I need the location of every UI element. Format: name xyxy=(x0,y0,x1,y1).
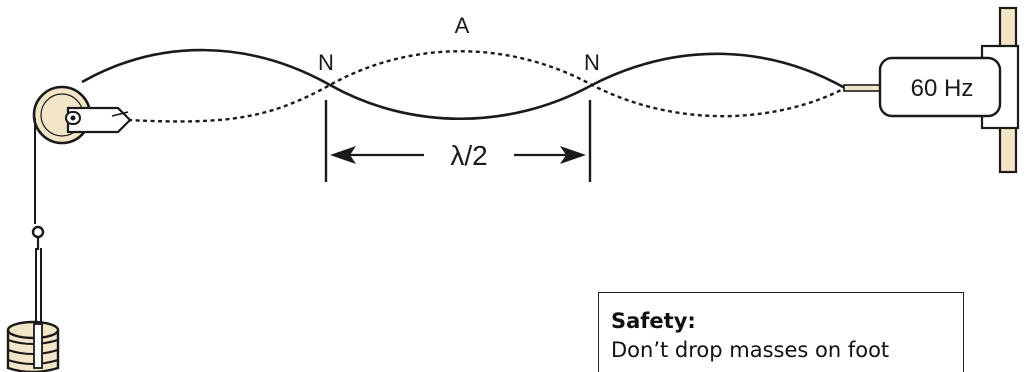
safety-note: Safety: Don’t drop masses on foot xyxy=(598,292,964,372)
half-wavelength-arrow-left xyxy=(330,146,424,164)
frequency-label: 60 Hz xyxy=(911,75,974,102)
node-right-label: N xyxy=(584,50,600,75)
string-dashed-phase xyxy=(127,50,846,123)
mass-hanger-hook xyxy=(31,225,45,250)
mass-hanger-rod xyxy=(35,248,42,330)
half-wavelength-arrow-right xyxy=(514,146,586,164)
pulley xyxy=(32,85,132,145)
string-solid-phase xyxy=(81,48,846,120)
node-left-label: N xyxy=(318,50,334,75)
oscillator xyxy=(843,6,1020,174)
half-wavelength-label: λ/2 xyxy=(450,140,487,171)
safety-title: Safety: xyxy=(611,309,696,333)
antinode-label: A xyxy=(455,13,470,38)
slotted-masses xyxy=(6,320,60,372)
safety-text: Don’t drop masses on foot xyxy=(611,338,890,362)
